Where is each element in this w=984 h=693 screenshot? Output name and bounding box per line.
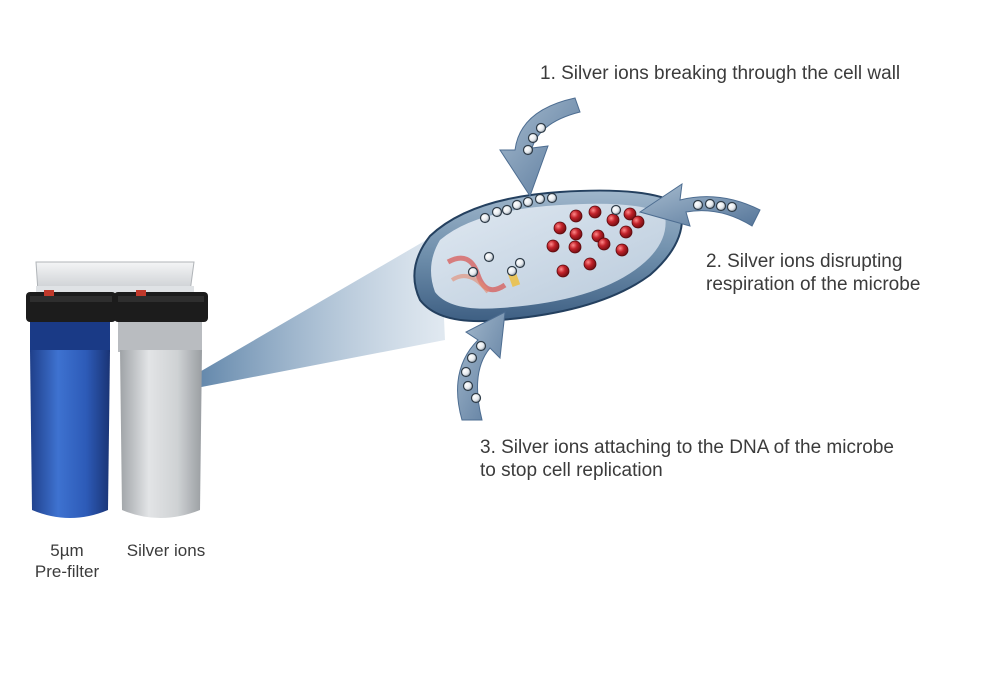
red-ion [568, 240, 582, 254]
silver-ion [462, 380, 474, 392]
silver-ion [491, 206, 503, 218]
silver-ion [479, 212, 491, 224]
red-ion [546, 239, 560, 253]
red-ion [631, 215, 645, 229]
silver-ion [546, 192, 558, 204]
step-2-line-2: respiration of the microbe [706, 274, 921, 295]
step-1-label: 1. Silver ions breaking through the cell… [540, 62, 900, 85]
red-ion [553, 221, 567, 235]
red-ion [583, 257, 597, 271]
red-ion [615, 243, 629, 257]
silver-ion [610, 204, 622, 216]
filter-bracket [35, 261, 195, 294]
red-ion [569, 227, 583, 241]
step-3-line-2: to stop cell replication [480, 460, 663, 481]
red-ion [569, 209, 583, 223]
silver-ion [466, 352, 478, 364]
red-ion [556, 264, 570, 278]
ion-layer [460, 122, 738, 404]
arrow-step-3 [457, 311, 506, 421]
silver-ion [726, 201, 738, 213]
step-2-line-1: 2. Silver ions disrupting [706, 251, 903, 272]
step-3-line-1: 3. Silver ions attaching to the DNA of t… [480, 437, 894, 458]
silver-ion [522, 196, 534, 208]
red-ion [619, 225, 633, 239]
silver-ion [522, 144, 534, 156]
silver-ion [470, 392, 482, 404]
silver-ion [535, 122, 547, 134]
silver-ions-filter-label: Silver ions [116, 540, 216, 561]
silver-ion [501, 204, 513, 216]
silver-ion [527, 132, 539, 144]
silver-ion [692, 199, 704, 211]
prefilter-label-line-2: Pre-filter [34, 562, 100, 581]
silver-ion [715, 200, 727, 212]
silver-ion [704, 198, 716, 210]
prefilter-label: 5µm Pre-filter [22, 540, 112, 582]
silver-ion [506, 265, 518, 277]
red-ion [597, 237, 611, 251]
red-ion [606, 213, 620, 227]
silver-ions-label-line-1: Silver ions [126, 541, 206, 560]
red-ion [623, 207, 637, 221]
silver-ion [475, 340, 487, 352]
microbe-cell [413, 189, 683, 323]
silver-ion [534, 193, 546, 205]
red-ion [588, 205, 602, 219]
step-2-label: 2. Silver ions disrupting respiration of… [706, 250, 920, 296]
prefilter-housing [26, 290, 116, 518]
silver-ion [514, 257, 526, 269]
step-1-line-1: 1. Silver ions breaking through the cell… [540, 63, 901, 84]
silver-ion [467, 266, 479, 278]
silver-ion-filter-housing [114, 290, 208, 518]
prefilter-label-line-1: 5µm [50, 541, 84, 560]
silver-ion [483, 251, 495, 263]
silver-ion [460, 366, 472, 378]
silver-ion [511, 199, 523, 211]
arrow-step-1 [499, 97, 581, 198]
step-3-label: 3. Silver ions attaching to the DNA of t… [480, 436, 894, 482]
magnification-beam [160, 232, 445, 395]
